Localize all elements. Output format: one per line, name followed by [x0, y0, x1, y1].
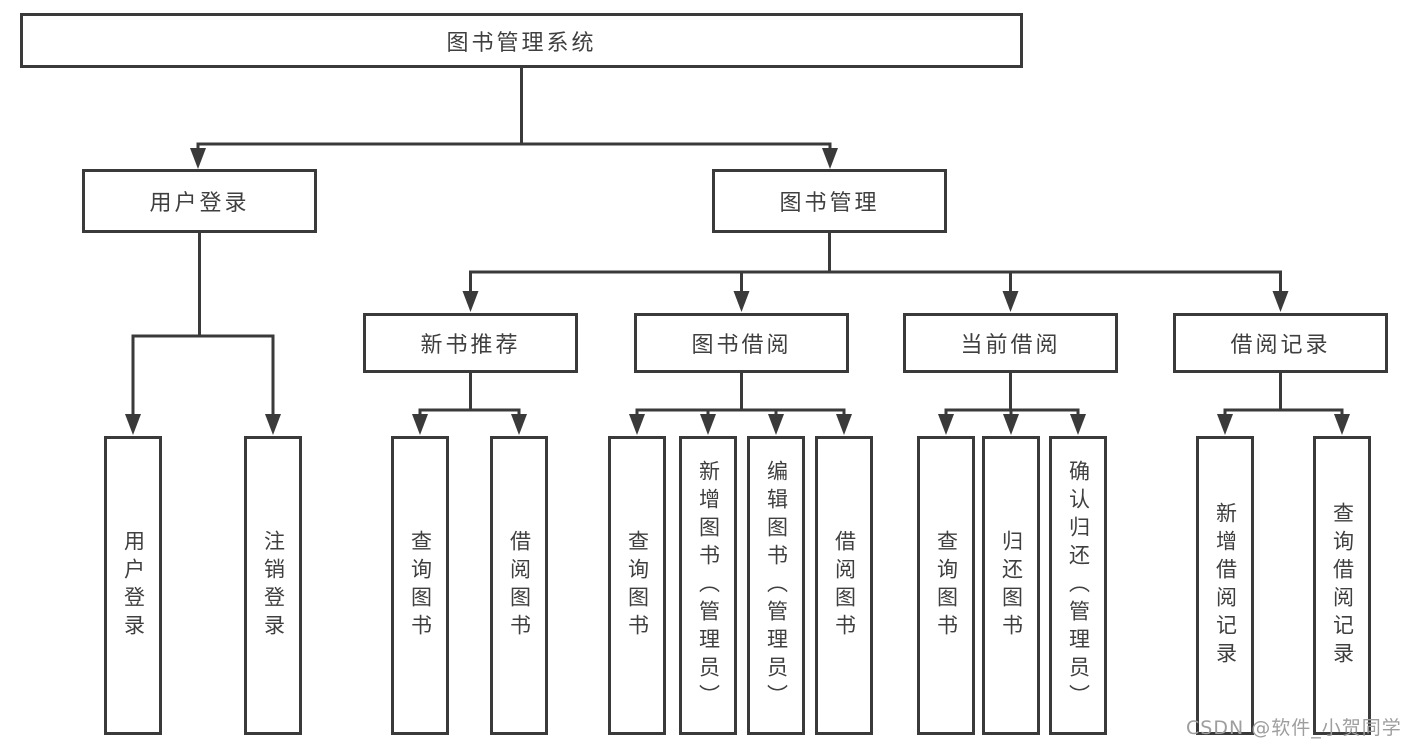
- arrowhead-icon: [836, 414, 852, 435]
- leaf-return-book: 归还图书: [982, 436, 1040, 735]
- arrowhead-icon: [462, 291, 479, 312]
- node-root: 图书管理系统: [20, 13, 1023, 68]
- leaf-label: 编辑图书（管理员）: [764, 459, 789, 712]
- leaf-query-books-3: 查询图书: [917, 436, 975, 735]
- leaf-add-book-admin: 新增图书（管理员）: [679, 436, 737, 735]
- arrowhead-icon: [265, 414, 281, 435]
- leaf-label: 注销登录: [261, 529, 286, 642]
- node-book-borrow: 图书借阅: [634, 313, 849, 373]
- leaf-label: 确认归还（管理员）: [1066, 459, 1091, 712]
- node-borrow-records: 借阅记录: [1173, 313, 1388, 373]
- leaf-add-borrow-record: 新增借阅记录: [1196, 436, 1254, 735]
- node-current-borrow: 当前借阅: [903, 313, 1118, 373]
- leaf-query-books: 查询图书: [391, 436, 449, 735]
- node-user-login: 用户登录: [82, 169, 317, 233]
- arrowhead-icon: [822, 148, 838, 169]
- leaf-label: 借阅图书: [832, 529, 857, 642]
- arrowhead-icon: [768, 414, 784, 435]
- leaf-confirm-return-admin: 确认归还（管理员）: [1049, 436, 1107, 735]
- arrowhead-icon: [1217, 414, 1233, 435]
- arrowhead-icon: [190, 148, 206, 169]
- node-book-management: 图书管理: [712, 169, 947, 233]
- arrowhead-icon: [733, 291, 750, 312]
- arrowhead-icon: [629, 414, 645, 435]
- arrowhead-icon: [511, 414, 527, 435]
- leaf-label: 查询图书: [934, 529, 959, 642]
- leaf-query-borrow-record: 查询借阅记录: [1313, 436, 1371, 735]
- arrowhead-icon: [125, 414, 141, 435]
- arrowhead-icon: [938, 414, 954, 435]
- arrowhead-icon: [1272, 291, 1289, 312]
- leaf-label: 查询图书: [625, 529, 650, 642]
- leaf-label: 用户登录: [121, 529, 146, 642]
- leaf-label: 新增借阅记录: [1213, 501, 1238, 670]
- leaf-query-books-2: 查询图书: [608, 436, 666, 735]
- leaf-label: 借阅图书: [507, 529, 532, 642]
- leaf-label: 查询借阅记录: [1330, 501, 1355, 670]
- leaf-label: 归还图书: [999, 529, 1024, 642]
- leaf-edit-book-admin: 编辑图书（管理员）: [747, 436, 805, 735]
- arrowhead-icon: [412, 414, 428, 435]
- leaf-borrow-books-2: 借阅图书: [815, 436, 873, 735]
- arrowhead-icon: [700, 414, 716, 435]
- csdn-watermark: CSDN @软件_小贺同学: [1186, 717, 1402, 739]
- node-new-book-recommend: 新书推荐: [363, 313, 578, 373]
- arrowhead-icon: [1003, 414, 1019, 435]
- leaf-borrow-books: 借阅图书: [490, 436, 548, 735]
- leaf-logout: 注销登录: [244, 436, 302, 735]
- arrowhead-icon: [1002, 291, 1019, 312]
- arrowhead-icon: [1334, 414, 1350, 435]
- leaf-label: 查询图书: [408, 529, 433, 642]
- leaf-label: 新增图书（管理员）: [696, 459, 721, 712]
- arrowhead-icon: [1070, 414, 1086, 435]
- leaf-user-login: 用户登录: [104, 436, 162, 735]
